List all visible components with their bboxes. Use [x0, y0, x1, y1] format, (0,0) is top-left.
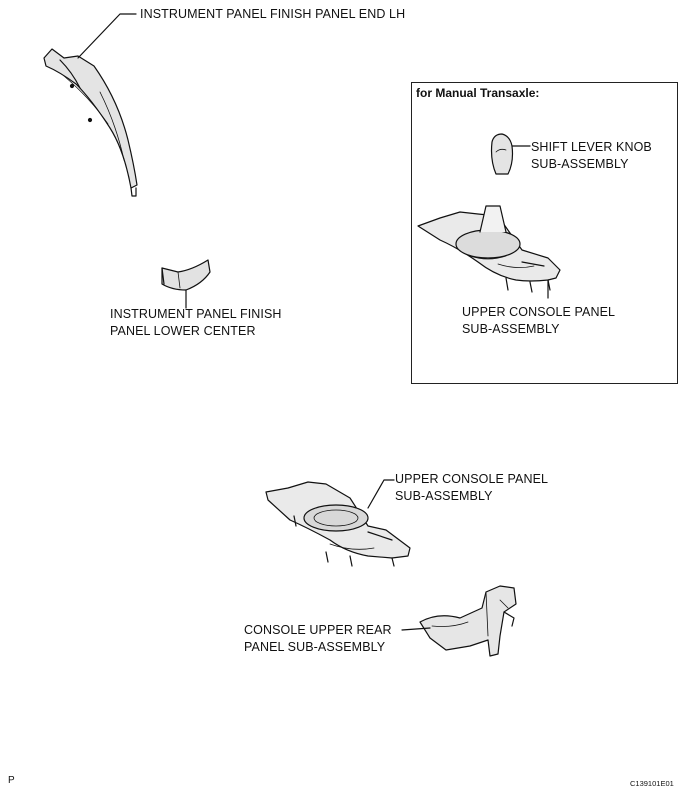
- label-line: PANEL SUB-ASSEMBLY: [244, 640, 386, 654]
- label-upper-console-panel-mt: UPPER CONSOLE PANEL SUB-ASSEMBLY: [462, 304, 615, 338]
- label-line: UPPER CONSOLE PANEL: [395, 472, 549, 486]
- finish-panel-end-lh-part: [43, 48, 138, 197]
- label-console-upper-rear-panel: CONSOLE UPPER REAR PANEL SUB-ASSEMBLY: [244, 622, 392, 656]
- label-shift-lever-knob: SHIFT LEVER KNOB SUB-ASSEMBLY: [531, 139, 652, 173]
- manual-transaxle-inset: for Manual Transaxle:: [411, 82, 678, 384]
- label-line: SUB-ASSEMBLY: [531, 157, 629, 171]
- finish-panel-lower-center-part: [161, 259, 211, 291]
- label-upper-console-panel: UPPER CONSOLE PANEL SUB-ASSEMBLY: [395, 471, 548, 505]
- label-line: UPPER CONSOLE PANEL: [462, 305, 616, 319]
- label-line: PANEL LOWER CENTER: [110, 324, 256, 338]
- label-line: SHIFT LEVER KNOB: [531, 140, 652, 154]
- inset-title: for Manual Transaxle:: [416, 86, 540, 100]
- upper-console-panel-mt-part: [417, 205, 561, 293]
- figure-code: C139101E01: [630, 779, 674, 788]
- label-line: INSTRUMENT PANEL FINISH: [110, 307, 282, 321]
- label-line: INSTRUMENT PANEL FINISH PANEL END LH: [140, 7, 406, 21]
- label-finish-panel-end-lh: INSTRUMENT PANEL FINISH PANEL END LH: [140, 6, 405, 23]
- label-finish-panel-lower-center: INSTRUMENT PANEL FINISH PANEL LOWER CENT…: [110, 306, 282, 340]
- corner-letter: P: [8, 775, 15, 786]
- console-upper-rear-panel-part: [419, 585, 517, 657]
- label-line: CONSOLE UPPER REAR: [244, 623, 392, 637]
- upper-console-panel-part: [265, 481, 411, 567]
- label-line: SUB-ASSEMBLY: [395, 489, 493, 503]
- label-line: SUB-ASSEMBLY: [462, 322, 560, 336]
